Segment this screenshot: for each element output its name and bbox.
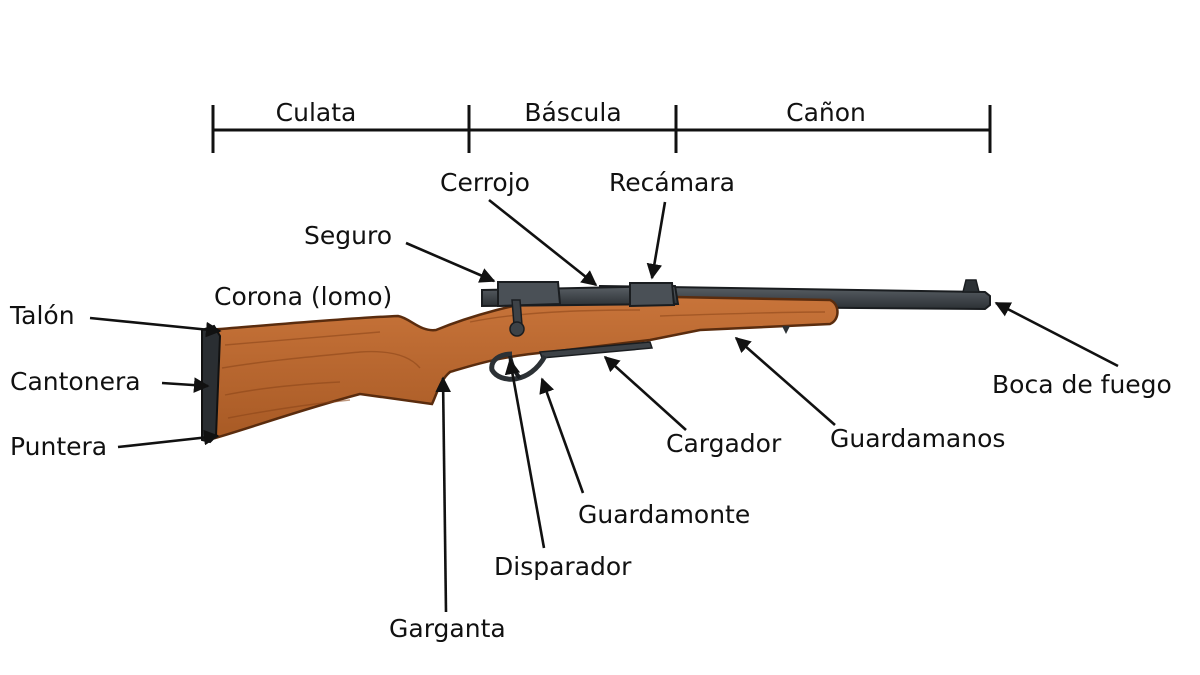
bolt-block [497, 281, 562, 308]
chamber-ring [629, 282, 676, 308]
label-recamara: Recámara [609, 168, 735, 197]
label-boca-de-fuego: Boca de fuego [992, 370, 1172, 399]
wood-grain [221, 309, 826, 419]
trigger-guard [489, 351, 548, 382]
label-cerrojo: Cerrojo [440, 168, 530, 197]
section-label-bascula: Báscula [524, 98, 622, 127]
label-guardamonte: Guardamonte [578, 500, 751, 529]
front-sight [962, 279, 980, 293]
label-guardamanos: Guardamanos [830, 424, 1006, 453]
stock [206, 294, 839, 440]
rifle [201, 279, 991, 444]
label-cargador: Cargador [666, 429, 782, 458]
magazine [538, 341, 654, 359]
bolt-knob [509, 321, 525, 337]
label-seguro: Seguro [304, 221, 392, 250]
section-bracket [211, 105, 992, 153]
label-corona: Corona (lomo) [214, 282, 393, 311]
label-puntera: Puntera [10, 432, 108, 461]
butt-plate [201, 324, 222, 444]
label-garganta: Garganta [389, 614, 506, 643]
section-label-culata: Culata [275, 98, 357, 127]
section-label-canon: Cañon [786, 98, 866, 127]
label-cantonera: Cantonera [10, 367, 141, 396]
label-disparador: Disparador [494, 552, 632, 581]
sling-stud [782, 326, 790, 334]
callout-arrows [89, 198, 1119, 613]
label-talon: Talón [10, 301, 75, 330]
